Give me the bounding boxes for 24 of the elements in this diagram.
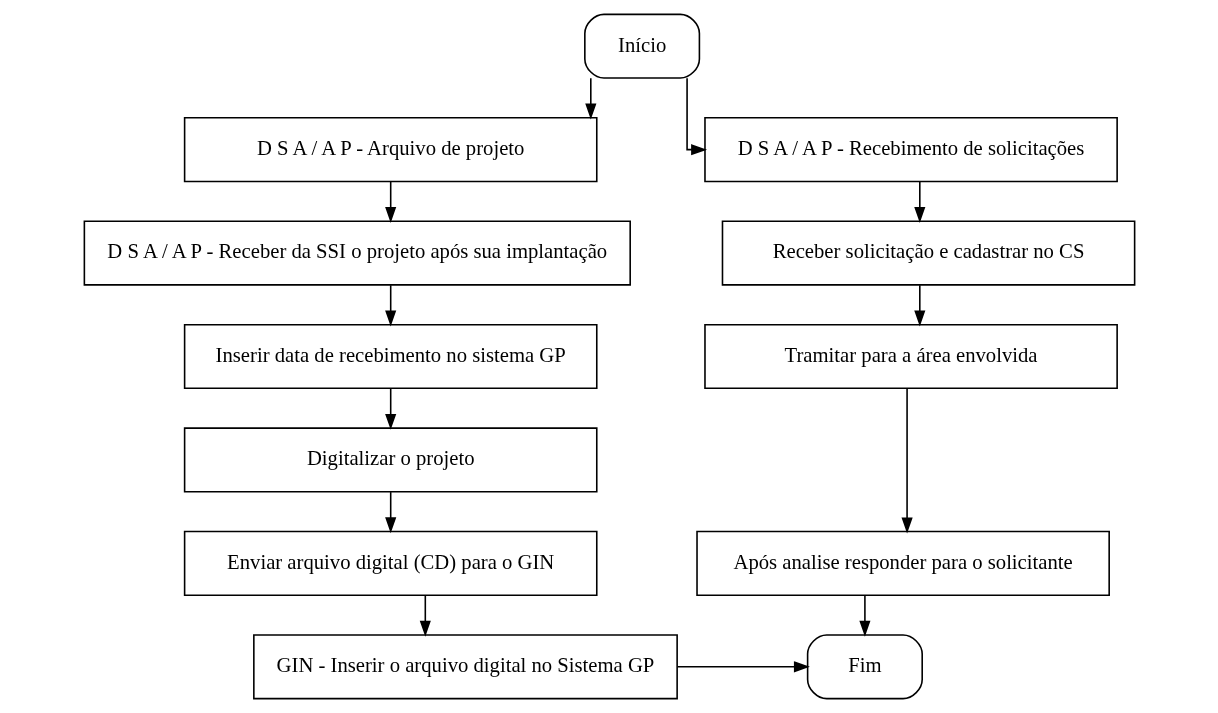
arrow <box>384 387 396 430</box>
node-box: Enviar arquivo digital (CD) para o GIN <box>183 530 598 596</box>
node-box: Inserir data de recebimento no sistema GP <box>183 323 598 390</box>
arrow <box>901 387 913 534</box>
node-box: D S A / A P - Recebimento de solicitações <box>703 117 1118 183</box>
arrow <box>685 77 707 156</box>
arrow <box>913 284 925 327</box>
arrow <box>913 181 925 223</box>
arrow <box>584 77 596 120</box>
node-box: D S A / A P - Receber da SSI o projeto após sua implantação <box>83 220 631 286</box>
node-box: Tramitar para a área envolvida <box>703 323 1118 390</box>
arrow <box>676 661 810 673</box>
arrow <box>384 284 396 327</box>
node-box: Fim <box>806 634 923 700</box>
arrow <box>419 594 431 637</box>
node-box: Receber solicitação e cadastrar no CS <box>721 220 1135 286</box>
node-box: Início <box>583 13 700 79</box>
node-box: Após analise responder para o solicitante <box>695 530 1110 596</box>
arrow <box>384 181 396 223</box>
node-box: D S A / A P - Arquivo de projeto <box>183 117 598 183</box>
arrow <box>858 594 870 637</box>
node-box: Digitalizar o projeto <box>183 427 598 493</box>
node-box: GIN - Inserir o arquivo digital no Sistema GP <box>252 634 678 700</box>
arrow <box>384 491 396 534</box>
